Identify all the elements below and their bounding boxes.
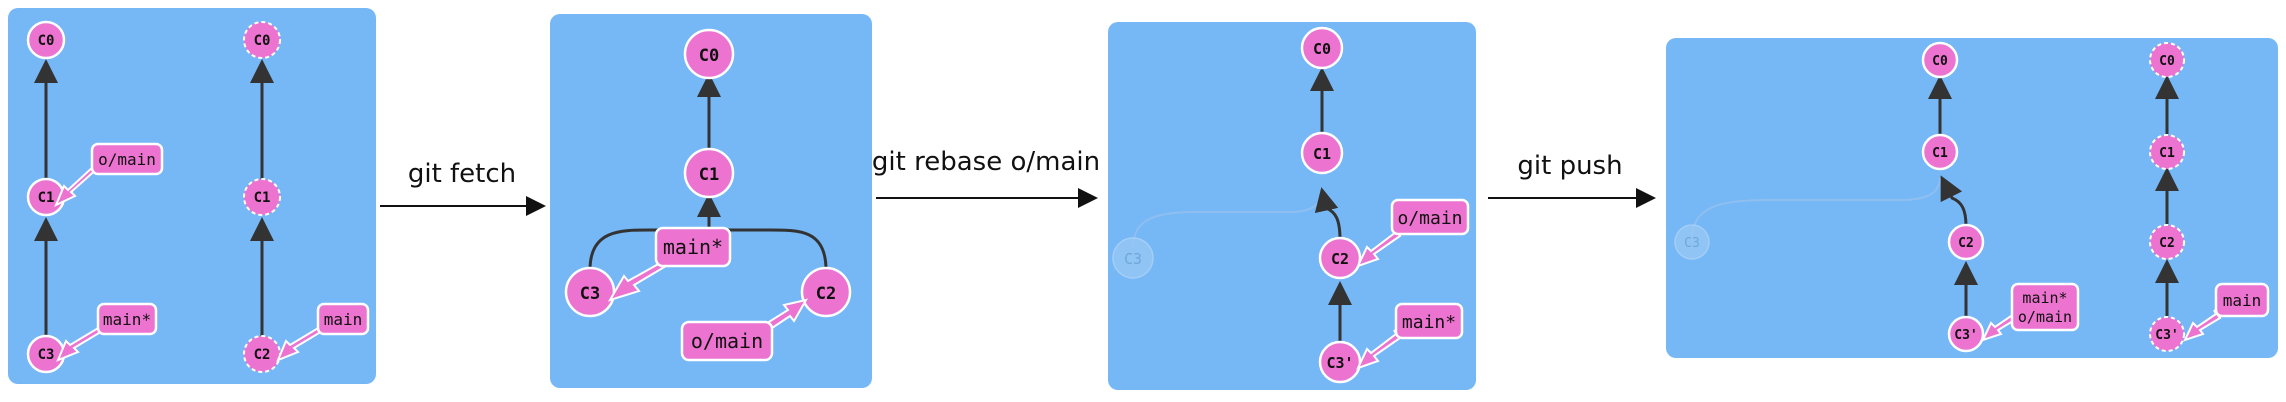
svg-text:C3: C3 [1684, 236, 1700, 251]
svg-text:C3: C3 [580, 284, 600, 304]
edge [1314, 187, 1342, 241]
commit-node: C2 [1947, 223, 1985, 261]
commit-node: C3' [1947, 315, 1985, 353]
svg-text:main*: main* [103, 310, 151, 329]
svg-text:main*: main* [663, 235, 723, 259]
commit-node: C1 [683, 147, 735, 199]
svg-text:o/main: o/main [691, 329, 763, 353]
svg-text:C1: C1 [38, 190, 55, 206]
step-label-push: git push [1517, 151, 1622, 181]
svg-text:C0: C0 [1313, 40, 1331, 58]
branch-ref-main: main [2183, 282, 2270, 342]
panel-3 [1108, 22, 1476, 390]
svg-text:main: main [2223, 291, 2262, 310]
svg-text:C3': C3' [1954, 328, 1977, 343]
remote-commit-node: C2 [243, 335, 281, 373]
svg-text:C1: C1 [1313, 145, 1331, 163]
commit-node: C0 [1300, 26, 1344, 70]
remote-commit-node: C3' [2149, 316, 2185, 352]
svg-text:main*: main* [1402, 312, 1456, 333]
svg-text:C2: C2 [1331, 250, 1349, 268]
ghost-commit-node: C3 [1112, 237, 1154, 279]
svg-text:C1: C1 [1932, 146, 1948, 161]
svg-text:C3: C3 [38, 347, 55, 363]
commit-node: C2 [800, 266, 852, 318]
branch-ref-o-main: o/main [54, 142, 164, 208]
svg-text:C0: C0 [2159, 54, 2175, 69]
remote-commit-node: C1 [243, 178, 281, 216]
step-label-rebase: git rebase o/main [872, 147, 1100, 177]
svg-text:C3: C3 [1124, 250, 1142, 268]
svg-text:o/main: o/main [1397, 208, 1462, 229]
branch-ref-main-star: main* [1356, 302, 1464, 370]
branch-ref-main-star: main* [56, 302, 158, 362]
commit-node: C0 [1921, 41, 1959, 79]
svg-text:C0: C0 [254, 33, 271, 49]
svg-text:C2: C2 [1958, 236, 1974, 251]
svg-text:C2: C2 [2159, 236, 2175, 251]
svg-text:main*: main* [2022, 289, 2067, 307]
branch-ref-main-star-o-main: main* o/main [1981, 282, 2080, 342]
commit-node: C2 [1318, 236, 1362, 280]
commit-node: C0 [683, 28, 735, 80]
branch-ref-o-main: o/main [1356, 198, 1470, 268]
svg-text:C0: C0 [699, 46, 719, 66]
commit-node: C3' [1318, 340, 1362, 384]
svg-text:C3': C3' [1326, 354, 1353, 372]
edge [1940, 175, 1968, 227]
commit-node: C1 [1300, 131, 1344, 175]
commit-node: C0 [26, 20, 66, 60]
panel-4 [1666, 38, 2278, 358]
svg-text:C0: C0 [1932, 54, 1948, 69]
svg-text:C3': C3' [2155, 328, 2178, 343]
commit-node: C3 [26, 334, 66, 374]
commit-node: C3 [564, 266, 616, 318]
svg-text:o/main: o/main [2018, 308, 2072, 326]
svg-text:C2: C2 [254, 347, 271, 363]
svg-text:C1: C1 [254, 190, 271, 206]
remote-commit-node: C2 [2149, 224, 2185, 260]
svg-text:C1: C1 [699, 165, 719, 185]
svg-text:C2: C2 [816, 284, 836, 304]
remote-commit-node: C0 [243, 21, 281, 59]
commit-node: C1 [1921, 133, 1959, 171]
svg-text:C0: C0 [38, 33, 55, 49]
panel-1 [8, 8, 376, 384]
remote-commit-node: C1 [2149, 134, 2185, 170]
branch-ref-o-main: o/main [680, 298, 808, 362]
remote-commit-node: C0 [2149, 42, 2185, 78]
branch-ref-main: main [276, 302, 370, 362]
edge [1691, 177, 1941, 241]
svg-text:main: main [324, 310, 363, 329]
svg-text:C1: C1 [2159, 146, 2175, 161]
svg-text:o/main: o/main [98, 150, 156, 169]
branch-ref-main-star: main* [607, 226, 732, 302]
ghost-commit-node: C3 [1674, 224, 1710, 260]
step-label-fetch: git fetch [408, 159, 516, 189]
